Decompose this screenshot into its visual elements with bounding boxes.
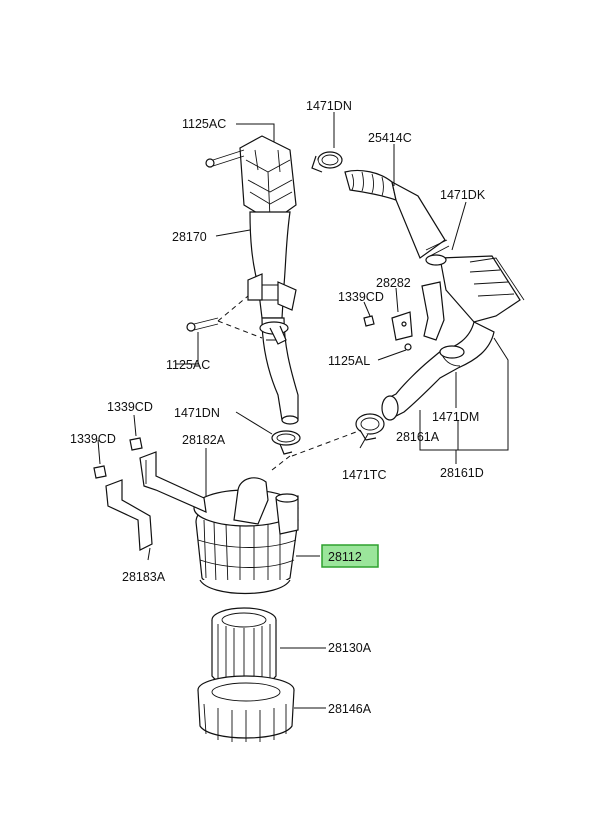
bolt-1125ac-top-icon — [205, 149, 245, 168]
clamp-1471tc-icon — [355, 413, 385, 441]
nut-1339cd-left-icon — [93, 465, 107, 479]
clamp-1471dm-icon — [439, 345, 465, 359]
label-1125ac-bottom: 1125AC — [166, 358, 210, 372]
label-1125ac-top: 1125AC — [182, 117, 226, 131]
dust-cup-28146a — [197, 675, 295, 742]
label-28130a: 28130A — [328, 641, 372, 655]
label-1471dn-mid: 1471DN — [174, 406, 220, 420]
label-28282: 28282 — [376, 276, 411, 290]
bolt-1125al-icon — [404, 343, 412, 351]
label-1471tc: 1471TC — [342, 468, 386, 482]
label-28182a: 28182A — [182, 433, 226, 447]
label-28170: 28170 — [172, 230, 207, 244]
clamp-1471dk-icon — [425, 254, 447, 266]
nut-1339cd-mid-icon — [363, 315, 375, 327]
label-25414c: 25414C — [368, 131, 412, 145]
bracket-28182a — [139, 451, 207, 513]
filter-element-28130a — [211, 607, 277, 688]
label-1339cd-left-top: 1339CD — [107, 400, 153, 414]
label-1471dm: 1471DM — [432, 410, 479, 424]
highlight-box-28112 — [321, 544, 379, 568]
clamp-1471dn-top-icon — [311, 151, 343, 173]
label-28161a: 28161A — [396, 430, 440, 444]
intake-duct-28170 — [239, 135, 299, 425]
label-1471dn-top: 1471DN — [306, 99, 352, 113]
air-cleaner-28112 — [193, 477, 299, 594]
label-28146a: 28146A — [328, 702, 372, 716]
leader-lines — [97, 112, 509, 709]
bolt-1125ac-bottom-icon — [186, 317, 219, 332]
label-1339cd-mid: 1339CD — [338, 290, 384, 304]
label-28112[interactable]: 28112 — [328, 550, 362, 564]
label-28161d: 28161D — [440, 466, 484, 480]
label-1339cd-left: 1339CD — [70, 432, 116, 446]
hose-25414c — [344, 169, 450, 259]
label-28183a: 28183A — [122, 570, 166, 584]
label-1125al: 1125AL — [328, 354, 370, 368]
label-1471dk: 1471DK — [440, 188, 486, 202]
nut-1339cd-left-top-icon — [129, 437, 143, 451]
bracket-28183a — [105, 479, 153, 551]
bracket-28282 — [391, 281, 445, 341]
clamp-1471dn-mid-icon — [271, 430, 301, 455]
